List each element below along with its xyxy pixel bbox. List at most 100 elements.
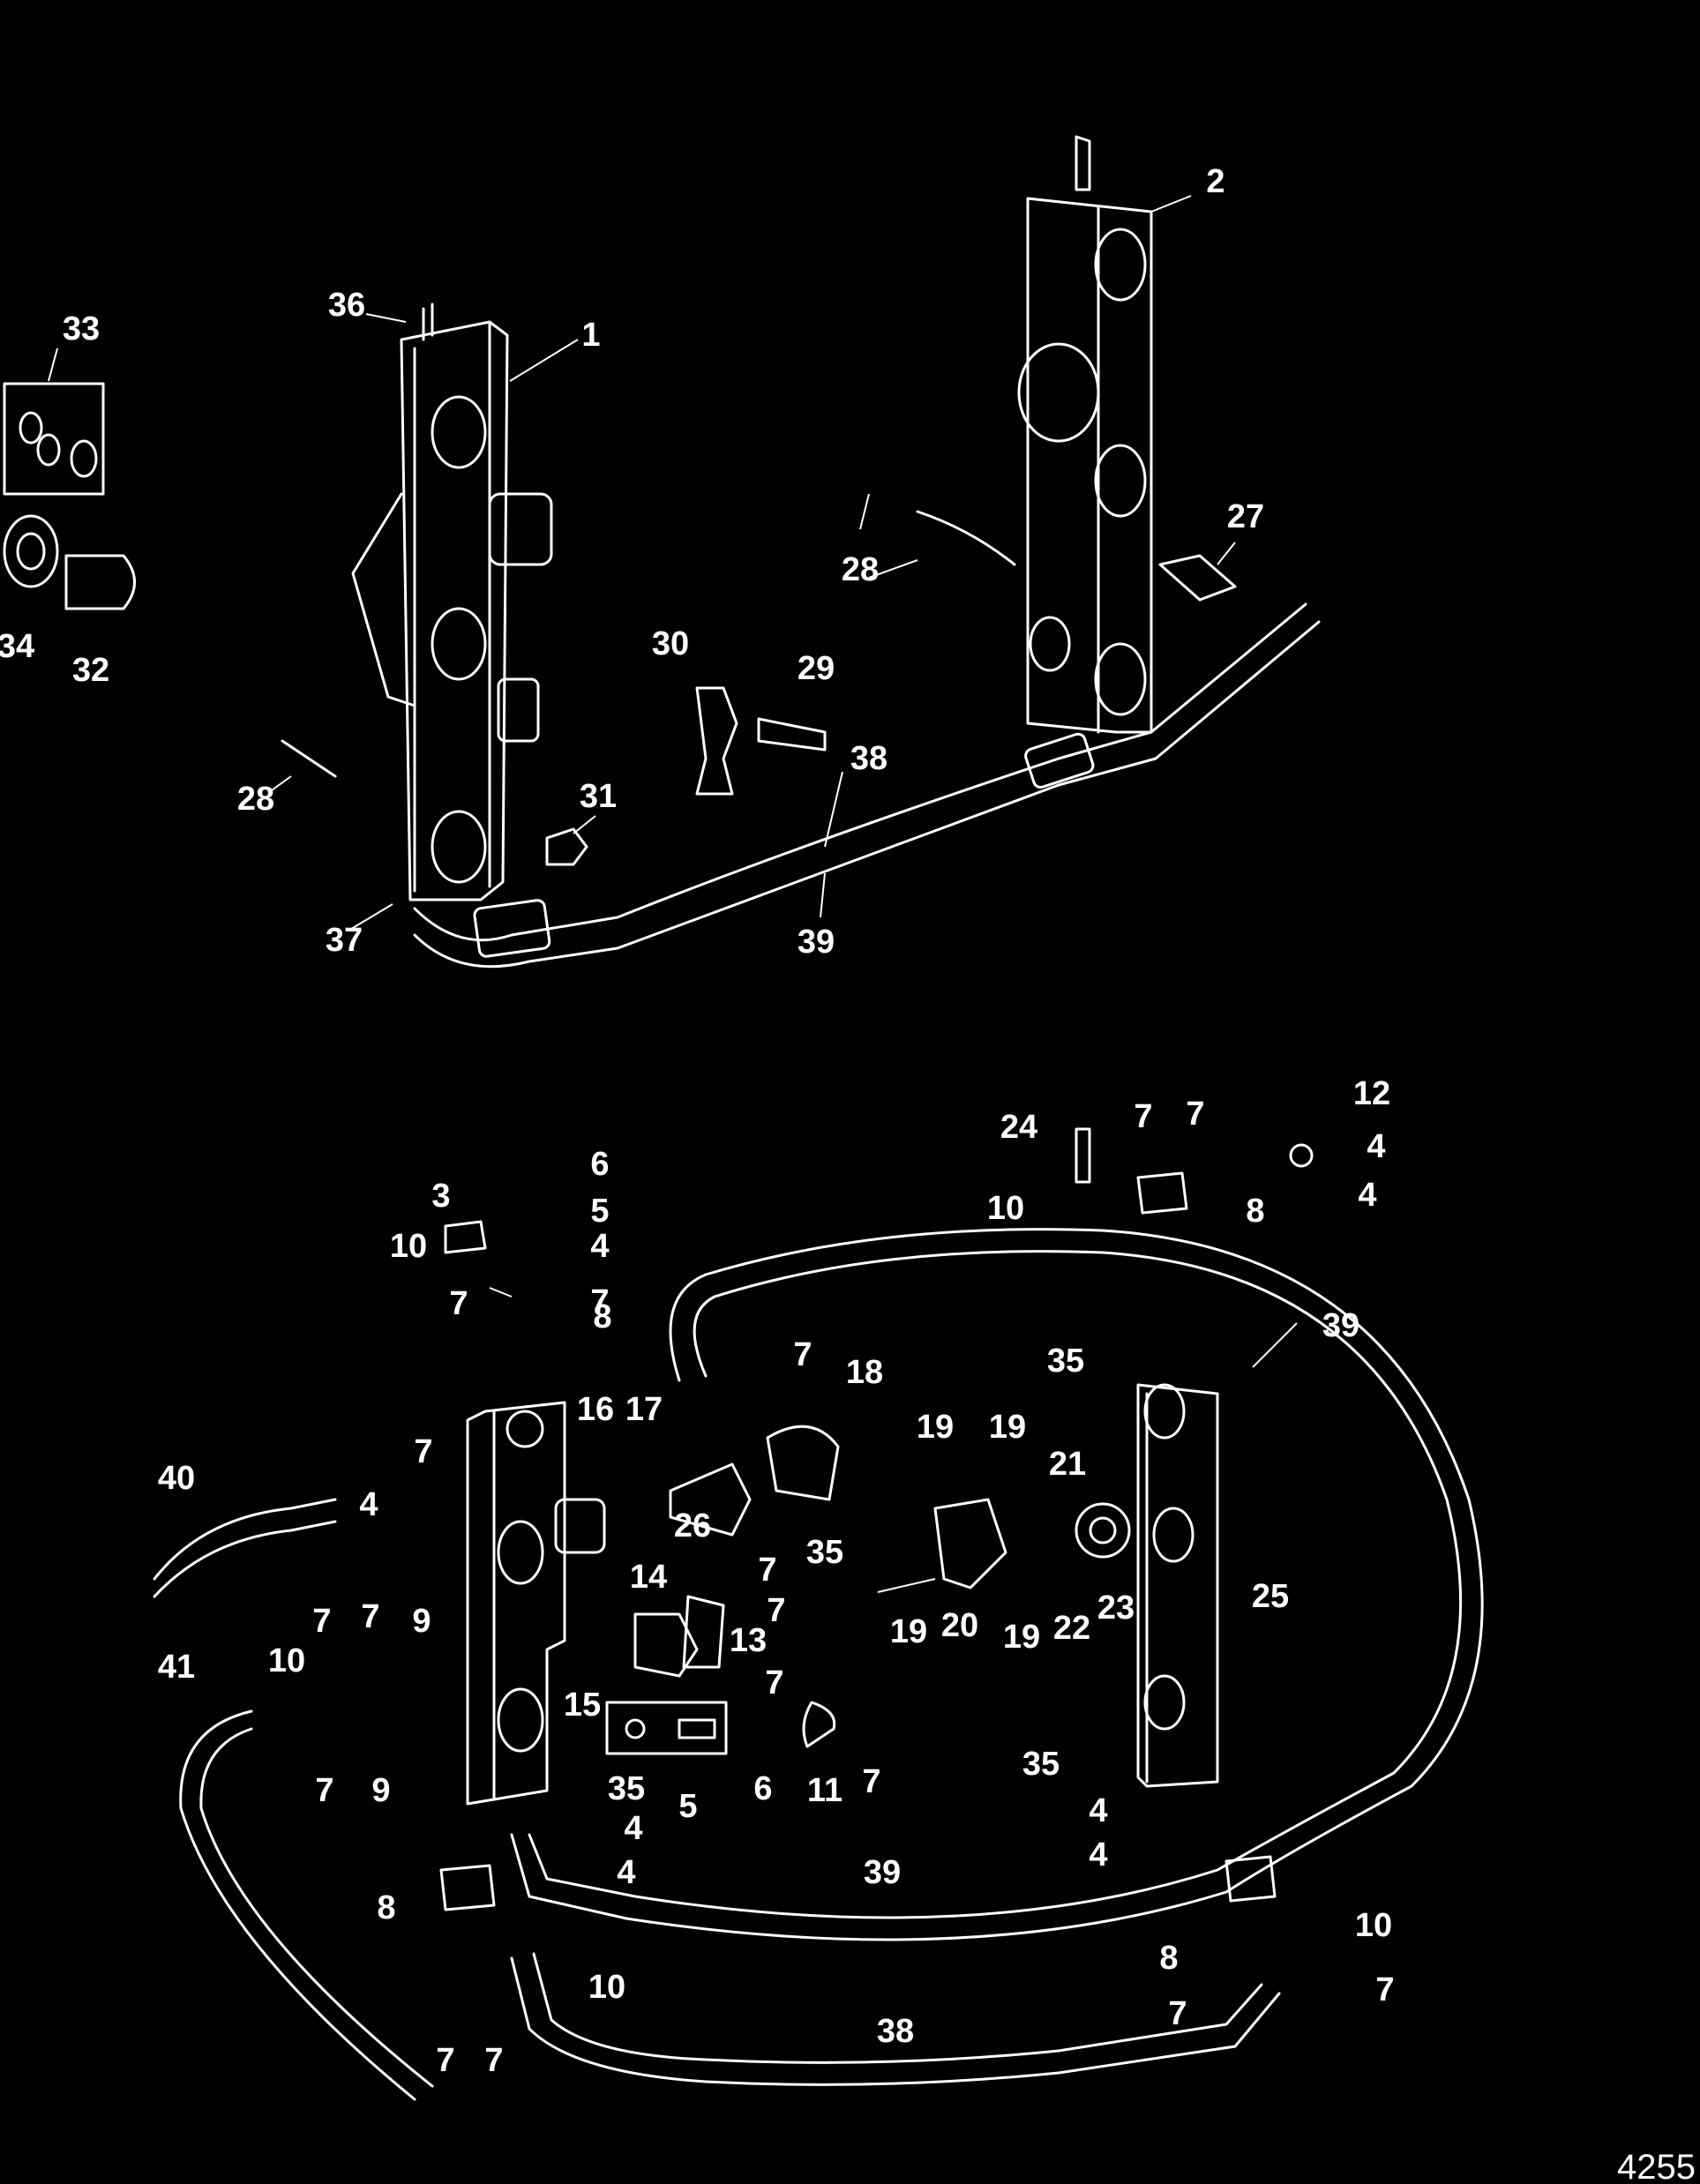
cover [933, 1498, 1007, 1589]
callout-4-f: 4 [617, 1854, 635, 1891]
callout-10-d: 10 [588, 1969, 625, 2006]
cap-12 [1289, 1143, 1314, 1168]
callout-11: 11 [807, 1772, 843, 1809]
callout-19-a: 19 [917, 1409, 954, 1446]
callout-9-b: 9 [371, 1772, 390, 1809]
callout-17: 17 [625, 1391, 663, 1428]
bracket-8-top [444, 1220, 487, 1254]
callout-6-b: 6 [753, 1770, 772, 1807]
lower-braided-fuel-line [510, 1228, 1484, 1941]
callout-41: 41 [158, 1649, 195, 1686]
callout-4-e: 4 [624, 1810, 642, 1847]
fitting-24 [1075, 1127, 1091, 1184]
callout-19-b: 19 [989, 1409, 1026, 1446]
callout-7-o: 7 [484, 2042, 503, 2079]
stud [916, 510, 1016, 566]
callout-13: 13 [730, 1622, 767, 1659]
callout-7-a: 7 [449, 1285, 468, 1322]
upper-small-parts [3, 382, 1237, 866]
callout-32: 32 [72, 652, 109, 689]
bracket-8-bottom-left [439, 1864, 496, 1911]
callout-labels: 1 2 3 4 4 4 4 4 4 4 4 5 5 6 6 7 7 7 7 7 … [0, 163, 1395, 2079]
callout-4-g: 4 [1089, 1792, 1107, 1829]
o-ring-kit-box [3, 382, 105, 496]
callout-7-q: 7 [1375, 1971, 1394, 2008]
callout-7-p: 7 [1168, 1995, 1187, 2032]
callout-20: 20 [941, 1607, 978, 1644]
callout-7-m: 7 [862, 1763, 880, 1800]
callout-3: 3 [431, 1178, 450, 1215]
callout-7-k: 7 [312, 1603, 331, 1640]
callout-7-e: 7 [793, 1336, 812, 1373]
callout-4-a: 4 [359, 1486, 378, 1523]
callout-28-b: 28 [237, 781, 274, 818]
lower-right-fuel-rail [1136, 1383, 1219, 1788]
callout-16: 16 [577, 1391, 614, 1428]
callout-38-a: 38 [850, 740, 887, 777]
callout-9-a: 9 [412, 1603, 431, 1640]
callout-39-c: 39 [864, 1854, 901, 1891]
callout-37: 37 [326, 922, 363, 959]
callout-15: 15 [564, 1687, 601, 1724]
callout-35-a: 35 [1047, 1343, 1084, 1380]
callout-33: 33 [63, 310, 100, 348]
callout-40: 40 [158, 1460, 195, 1497]
callout-1: 1 [581, 317, 600, 354]
callout-35-c: 35 [608, 1770, 645, 1807]
callout-23: 23 [1097, 1589, 1135, 1627]
callout-8-d: 8 [1159, 1940, 1178, 1977]
callout-18: 18 [846, 1354, 883, 1391]
callout-7-i: 7 [767, 1592, 785, 1629]
callout-4-b: 4 [1367, 1128, 1385, 1165]
callout-26: 26 [674, 1507, 711, 1545]
filter-cap [3, 514, 59, 588]
diaphragm [1075, 1502, 1131, 1559]
screw [757, 717, 827, 752]
retainer [802, 1701, 836, 1748]
callout-14: 14 [630, 1559, 667, 1596]
callout-35-d: 35 [1022, 1746, 1060, 1783]
callout-36: 36 [328, 287, 365, 324]
right-fuel-rail-assembly [1017, 135, 1153, 734]
callout-25: 25 [1252, 1578, 1289, 1615]
callout-12: 12 [1353, 1075, 1390, 1112]
bracket-8-right [1136, 1171, 1188, 1215]
callout-7-b: 7 [590, 1283, 609, 1320]
lower-left-fuel-rail [466, 1401, 606, 1806]
callout-19-c: 19 [890, 1613, 927, 1650]
callout-39-a: 39 [798, 924, 835, 961]
callout-8-a: 8 [593, 1298, 611, 1335]
callout-31: 31 [580, 778, 617, 815]
callout-30: 30 [652, 625, 689, 662]
callout-19-d: 19 [1003, 1619, 1040, 1656]
callout-4-h: 4 [1089, 1836, 1107, 1874]
injector [669, 1462, 752, 1537]
callout-7-h: 7 [758, 1552, 776, 1589]
callout-5-a: 5 [590, 1193, 609, 1230]
callout-35-b: 35 [806, 1534, 843, 1571]
callout-34: 34 [0, 628, 34, 665]
lower-fuel-line-38 [510, 1952, 1281, 2086]
callout-24: 24 [1000, 1109, 1037, 1146]
figure-number: 4255 [1617, 2148, 1696, 2184]
bracket-8-bottom-right [1224, 1855, 1277, 1903]
callout-7-j: 7 [765, 1664, 783, 1702]
left-fuel-rail-assembly [351, 303, 553, 901]
callout-10-a: 10 [390, 1228, 427, 1265]
callout-5-b: 5 [678, 1788, 697, 1825]
callout-8-b: 8 [1246, 1193, 1264, 1230]
cap [766, 1425, 840, 1501]
callout-21: 21 [1049, 1446, 1086, 1483]
callout-27: 27 [1227, 498, 1264, 535]
leader-lines [48, 195, 1298, 1593]
callout-4-d: 4 [590, 1228, 609, 1265]
regulator-bracket [605, 1701, 728, 1755]
nut [545, 827, 588, 866]
lower-small-parts [439, 1127, 1314, 1911]
callout-7-n: 7 [436, 2042, 454, 2079]
clamp [695, 686, 738, 796]
callout-38-b: 38 [877, 2013, 914, 2050]
callout-7-d: 7 [1186, 1096, 1204, 1133]
callout-7-f: 7 [414, 1433, 432, 1470]
